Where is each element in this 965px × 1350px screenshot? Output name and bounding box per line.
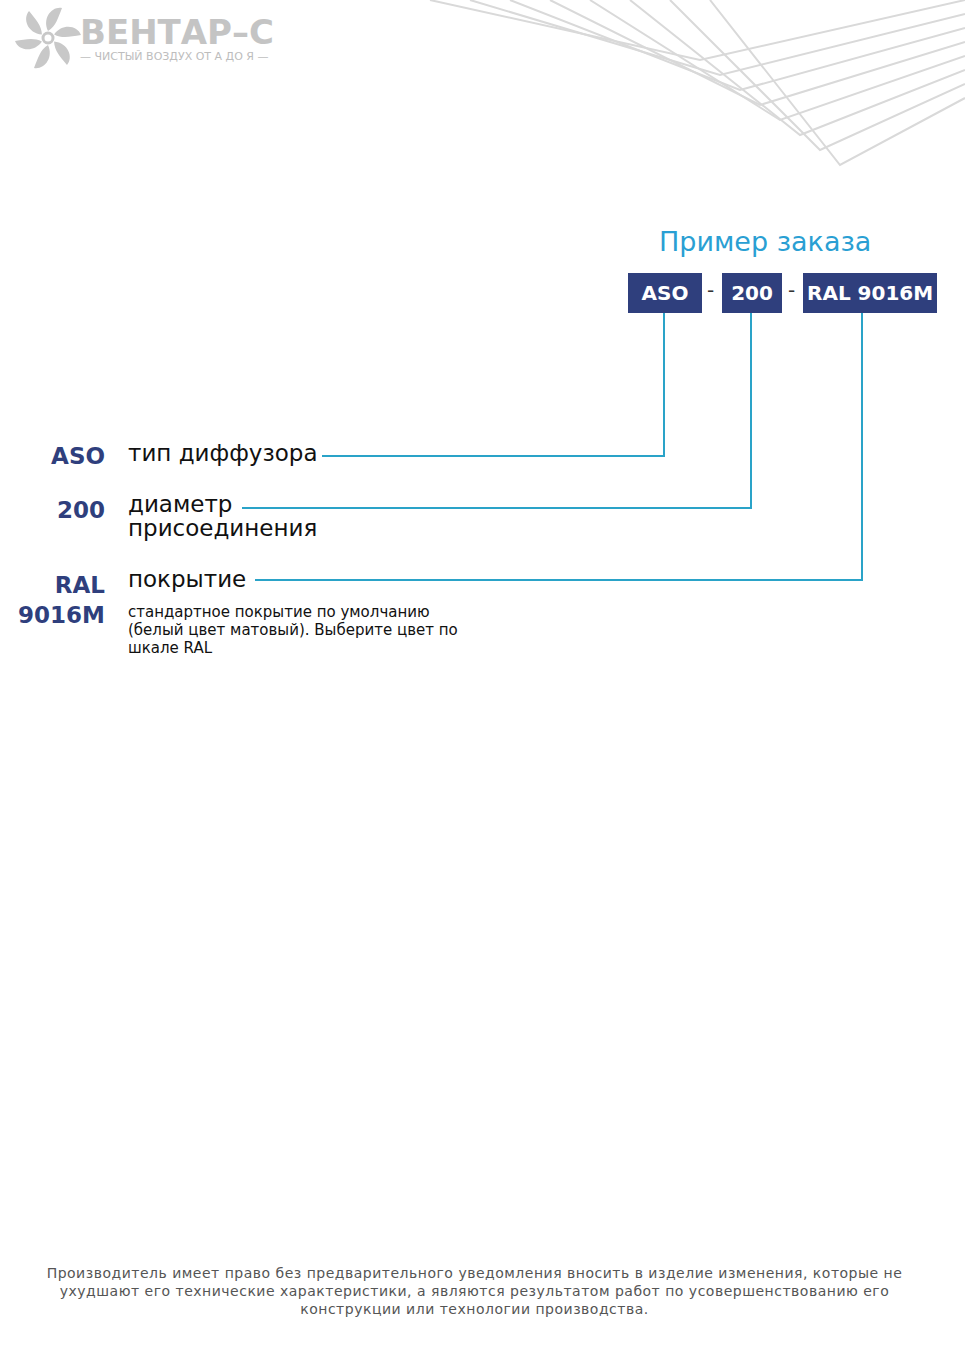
code-description: диаметр присоединения [128, 492, 333, 540]
fan-logo [15, 8, 81, 68]
code-description: тип диффузора [128, 440, 317, 466]
code-key: 200 [10, 497, 105, 523]
order-code-box: ASO [628, 273, 702, 313]
leader-lines [242, 313, 862, 580]
corner-lines [430, 0, 965, 165]
box-text: ASO [642, 281, 689, 305]
note-text: стандартное покрытие по умолчанию (белый… [128, 603, 463, 657]
title: Пример заказа [659, 226, 871, 257]
brand-name: ВЕНТАР–С [80, 12, 274, 52]
box-text: RAL 9016M [807, 281, 933, 305]
code-key: RAL 9016M [10, 570, 105, 630]
footer-disclaimer: Производитель имеет право без предварите… [22, 1264, 927, 1318]
code-description: покрытие [128, 566, 246, 592]
brand-tagline: — ЧИСТЫЙ ВОЗДУХ ОТ А ДО Я — [80, 50, 268, 63]
separator-dash: - [707, 278, 714, 302]
code-key: ASO [10, 443, 105, 469]
separator-dash: - [788, 278, 795, 302]
box-text: 200 [731, 281, 773, 305]
order-code-box: 200 [722, 273, 782, 313]
order-code-box: RAL 9016M [803, 273, 937, 313]
